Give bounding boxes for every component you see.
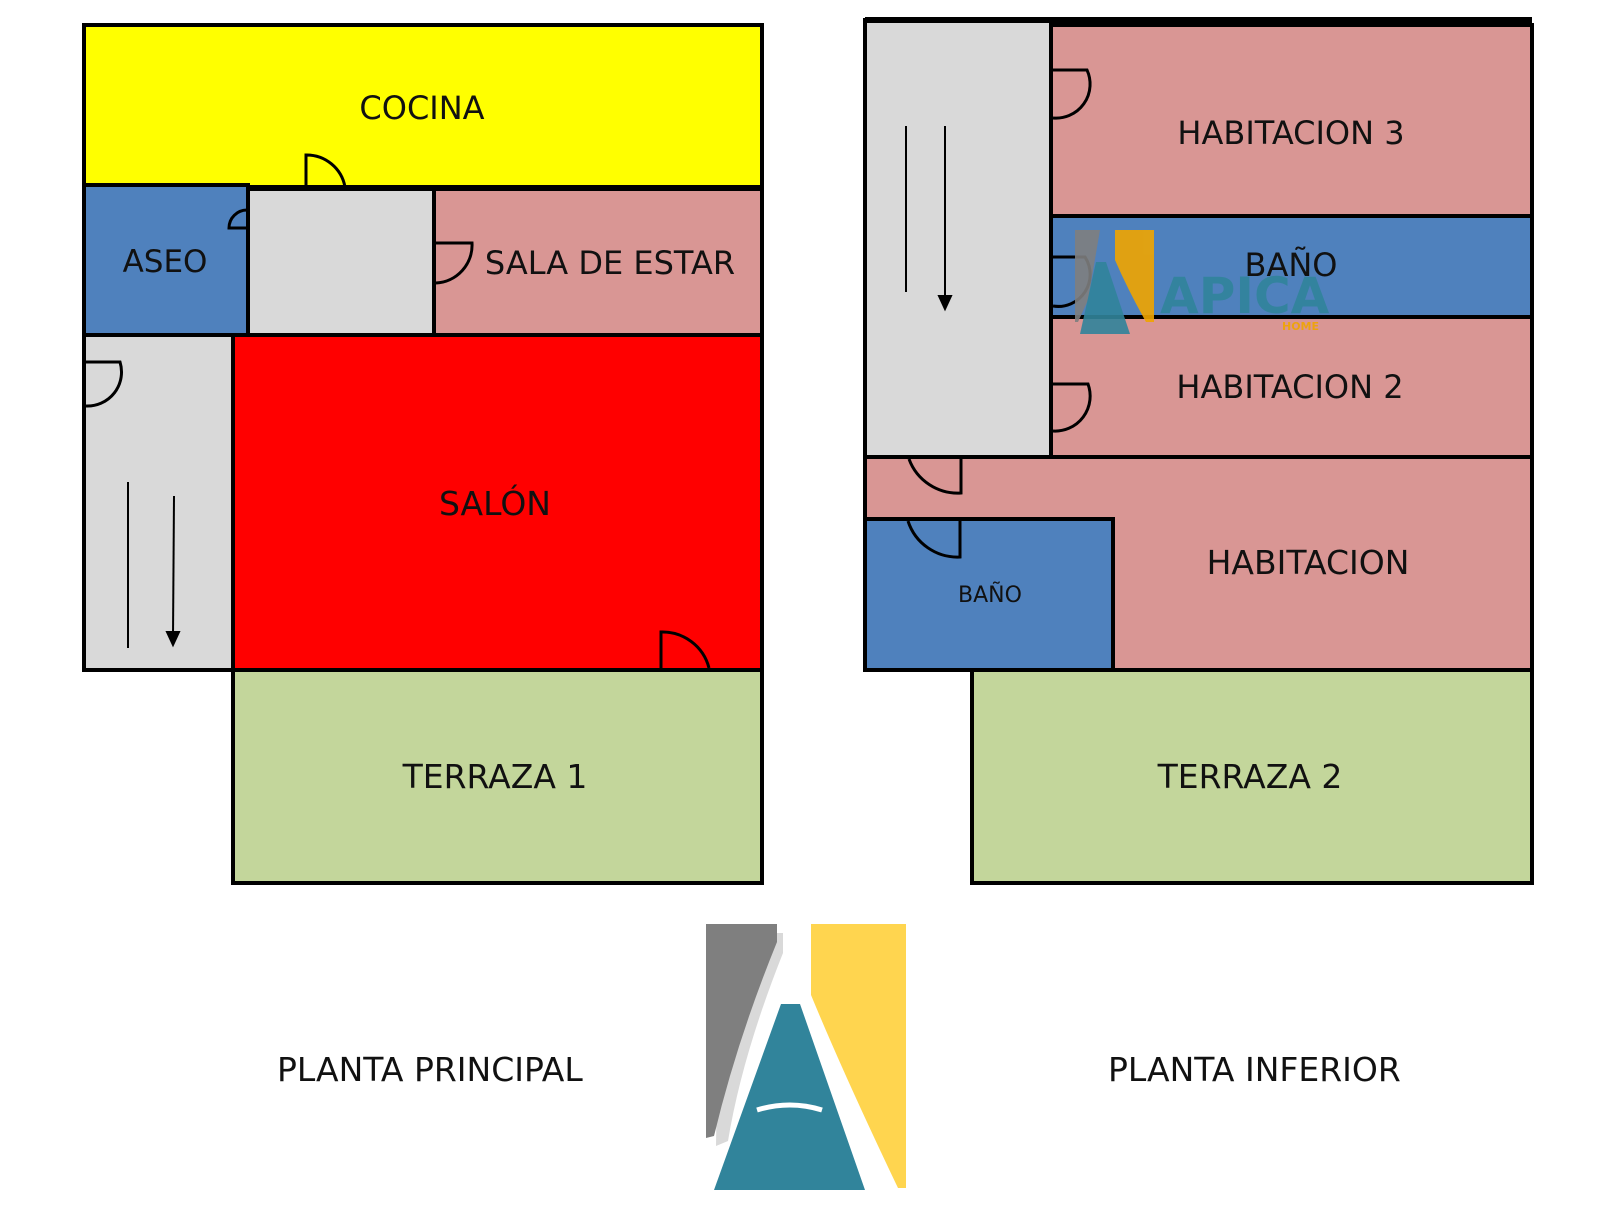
room-terraza-2 bbox=[970, 668, 1534, 885]
label-bano-1: BAÑO bbox=[1245, 246, 1338, 284]
watermark-sub: HOME bbox=[1282, 320, 1319, 333]
room-sala-de-estar bbox=[432, 187, 764, 337]
room-cocina bbox=[82, 23, 764, 189]
logo-yellow-band bbox=[811, 924, 906, 1188]
door-habitacion-3 bbox=[1052, 68, 1092, 120]
logo-grey-band bbox=[706, 924, 777, 1138]
apica-logo-icon bbox=[706, 924, 906, 1190]
planta-principal bbox=[82, 23, 764, 885]
stair-arrow-principal bbox=[127, 482, 181, 648]
door-stair bbox=[85, 360, 124, 408]
door-sala bbox=[435, 241, 474, 285]
door-aseo bbox=[227, 208, 248, 230]
room-salon bbox=[231, 333, 764, 672]
label-salon: SALÓN bbox=[439, 483, 551, 523]
room-habitacion-3 bbox=[1049, 23, 1534, 218]
watermark-brand: APICA bbox=[1160, 267, 1330, 325]
room-aseo bbox=[82, 183, 250, 337]
room-habitacion-2 bbox=[1049, 315, 1534, 459]
label-cocina: COCINA bbox=[359, 89, 484, 127]
caption-planta-inferior: PLANTA INFERIOR bbox=[1108, 1050, 1401, 1089]
caption-planta-principal: PLANTA PRINCIPAL bbox=[277, 1050, 583, 1089]
stair-arrow-inferior bbox=[905, 126, 953, 312]
room-terraza-1 bbox=[231, 668, 764, 885]
room-bano-2 bbox=[863, 517, 1115, 672]
room-stair-hall bbox=[863, 18, 1053, 459]
door-swings-principal bbox=[85, 153, 711, 669]
planta-inferior bbox=[863, 18, 1534, 885]
door-habitacion bbox=[907, 458, 963, 495]
label-habitacion: HABITACION bbox=[1207, 543, 1410, 582]
door-habitacion-2 bbox=[1052, 382, 1092, 433]
door-salon bbox=[659, 630, 711, 669]
label-sala-de-estar: SALA DE ESTAR bbox=[485, 244, 735, 282]
room-stairwell bbox=[82, 333, 235, 672]
label-habitacion-2: HABITACION 2 bbox=[1176, 368, 1403, 406]
apica-watermark: APICA HOME bbox=[1075, 230, 1330, 334]
door-bano-2 bbox=[906, 520, 962, 559]
label-terraza-1: TERRAZA 1 bbox=[402, 757, 588, 796]
label-aseo: ASEO bbox=[123, 244, 208, 280]
label-habitacion-3: HABITACION 3 bbox=[1177, 114, 1404, 152]
label-terraza-2: TERRAZA 2 bbox=[1157, 757, 1343, 796]
logo-teal-a bbox=[714, 1004, 865, 1190]
door-cocina bbox=[304, 153, 347, 188]
label-bano-2: BAÑO bbox=[958, 581, 1022, 608]
apica-logo-icon bbox=[1075, 230, 1100, 322]
room-hall-upper bbox=[246, 187, 436, 337]
